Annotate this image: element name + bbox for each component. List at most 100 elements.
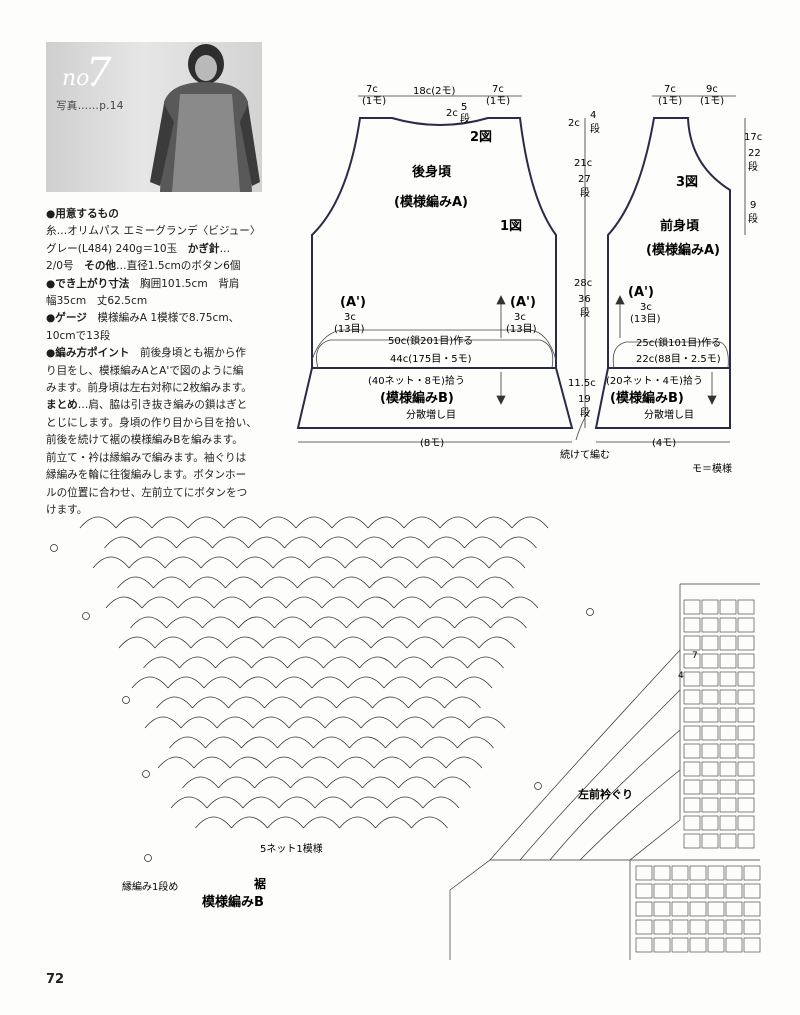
fan-stitch [167,676,205,689]
armhole-2c: 2c [568,118,580,129]
fan-stitch [156,696,193,709]
fan-stitch [452,556,490,569]
collar-stitch-cell [719,671,737,687]
collar-stitch-cell [653,937,671,953]
collar-stitch-cell [719,725,737,741]
finishing-line-7: けます。 [46,503,88,516]
fan-stitch [337,756,375,769]
fan-stitch [380,556,418,569]
fan-stitch [265,756,303,769]
body-36: 36 [578,294,591,305]
fan-stitch [115,516,153,529]
collar-stitch-cell [701,833,719,849]
pattern-number-prefix: no. [62,66,97,91]
photo-page-reference: 写真……p.14 [56,100,124,112]
collar-stitch-cell [743,901,761,917]
armhole-27-dan: 段 [580,186,590,199]
fan-stitch [444,696,481,709]
fan-stitch [477,576,514,589]
fan-stitch [382,616,419,629]
fan-stitch [347,676,385,689]
fan-stitch [334,636,372,649]
fan-stitch [272,556,310,569]
collar-stitch-cell [719,815,737,831]
fan-stitch [301,756,339,769]
collar-stitch-cell [671,901,689,917]
fan-stitch [206,796,244,809]
materials-heading: ●用意するもの [46,208,119,220]
yarn-line-2: グレー(L484) 240g＝10玉 [46,242,178,255]
collar-stitch-cell [707,883,725,899]
collar-stitch-cell [635,919,653,935]
collar-stitch-cell [671,937,689,953]
fan-stitch [259,516,297,529]
fan-stitch [346,616,383,629]
collar-stitch-cell [737,671,755,687]
hook-dots: … [219,242,231,255]
back-body-title: 後身頃 [412,164,452,180]
collar-stitch-cell [671,883,689,899]
collar-stitch-cell [725,865,743,881]
gauge-heading: ●ゲージ [46,312,87,325]
fan-stitch [442,636,480,649]
fan-stitch [248,536,285,549]
fan-stitch [261,576,298,589]
chart-b-pattern-label: 模様編みB [202,894,264,908]
armhole-21c: 21c [574,158,592,169]
back-shoulder-left-mo: (1モ) [362,96,386,107]
collar-stitch-cell [737,779,755,795]
fan-stitch [239,676,277,689]
collar-stitch-cell [719,653,737,669]
collar-stitch-cell [719,617,737,633]
back-a-3c-right: 3c [514,312,526,323]
fan-stitch [264,696,301,709]
collar-stitch-cell [635,883,653,899]
collar-stitch-cell [701,689,719,705]
fan-stitch [170,796,208,809]
fan-stitch [92,556,130,569]
hem-19: 19 [578,394,591,405]
fan-stitch [249,596,287,609]
collar-stitch-cell [743,937,761,953]
fan-stitch [285,596,323,609]
fan-stitch [195,816,232,829]
hem-19-dan: 段 [580,406,590,419]
back-pick-up: (40ネット・8モ)拾う [368,374,465,387]
collar-stitch-cell [671,865,689,881]
fan-stitch [478,636,516,649]
body-36-dan: 段 [580,306,590,319]
collar-stitch-cell [653,883,671,899]
collar-stitch-cell [701,671,719,687]
fan-stitch [441,576,478,589]
fan-stitch [262,636,300,649]
fan-stitch [229,756,267,769]
fan-stitch [398,776,435,789]
front-a-prime: (A') [628,285,654,300]
collar-stitch-cell [701,815,719,831]
fan-stitch [431,656,468,669]
collar-stitch-cell [725,937,743,953]
collar-stitch-cell [689,883,707,899]
fan-stitch [490,616,527,629]
fan-stitch [254,776,291,789]
collar-stitch-cell [671,919,689,935]
finishing-heading: まとめ [46,399,78,412]
fan-stitch [372,696,409,709]
back-a-13-right: (13目) [506,324,537,335]
fan-stitch [445,756,483,769]
back-pattern-a: (模様編みA) [394,194,468,210]
collar-stitch-cell [683,815,701,831]
fan-stitch [419,676,457,689]
fan-stitch [144,716,182,729]
fan-stitch [130,616,167,629]
fan-stitch [141,596,179,609]
back-width-44: 44c(175目・5モ) [390,354,472,365]
fan-stitch [409,756,447,769]
fan-stitch [241,736,278,749]
fan-stitch [393,596,431,609]
collar-stitch-cell [683,671,701,687]
collar-stitch-cell [737,617,755,633]
collar-stitch-cell [737,725,755,741]
fan-stitch [151,516,189,529]
fan-stitch [223,516,261,529]
